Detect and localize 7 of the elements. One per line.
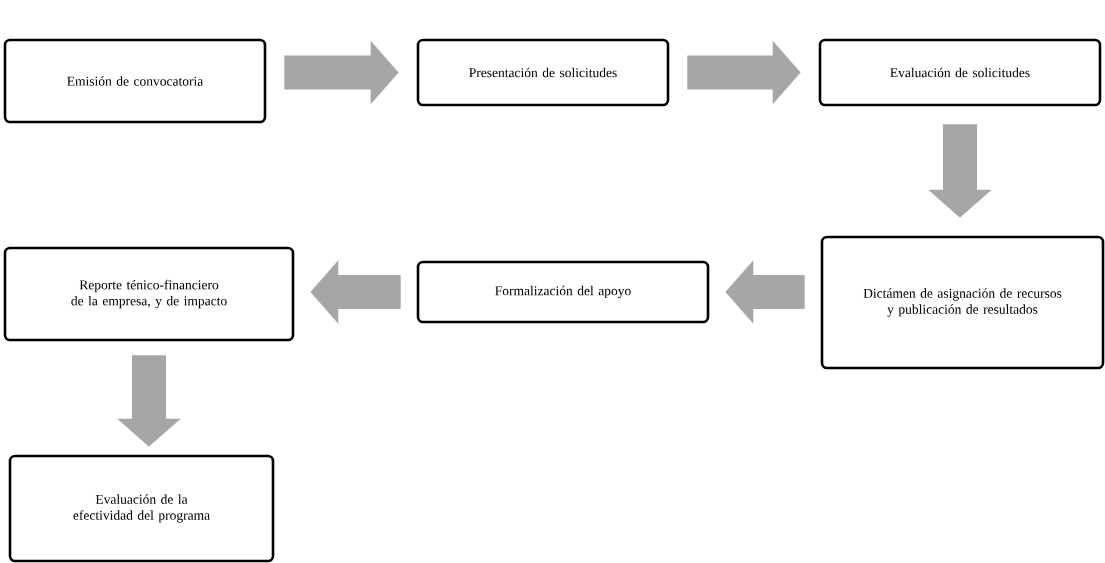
process-box: Presentación de solicitudes — [416, 38, 670, 107]
process-box: Dictámen de asignación de recursos y publicación de resultados — [820, 235, 1105, 370]
process-box: Emisión de convocatoria — [3, 38, 267, 124]
process-box: Evaluación de la efectividad del programa — [8, 454, 275, 563]
process-box: Reporte ténico-financiero de la empresa, y de impacto — [3, 246, 295, 342]
process-box: Evaluación de solicitudes — [818, 38, 1102, 107]
process-box: Formalización del apoyo — [416, 260, 710, 324]
